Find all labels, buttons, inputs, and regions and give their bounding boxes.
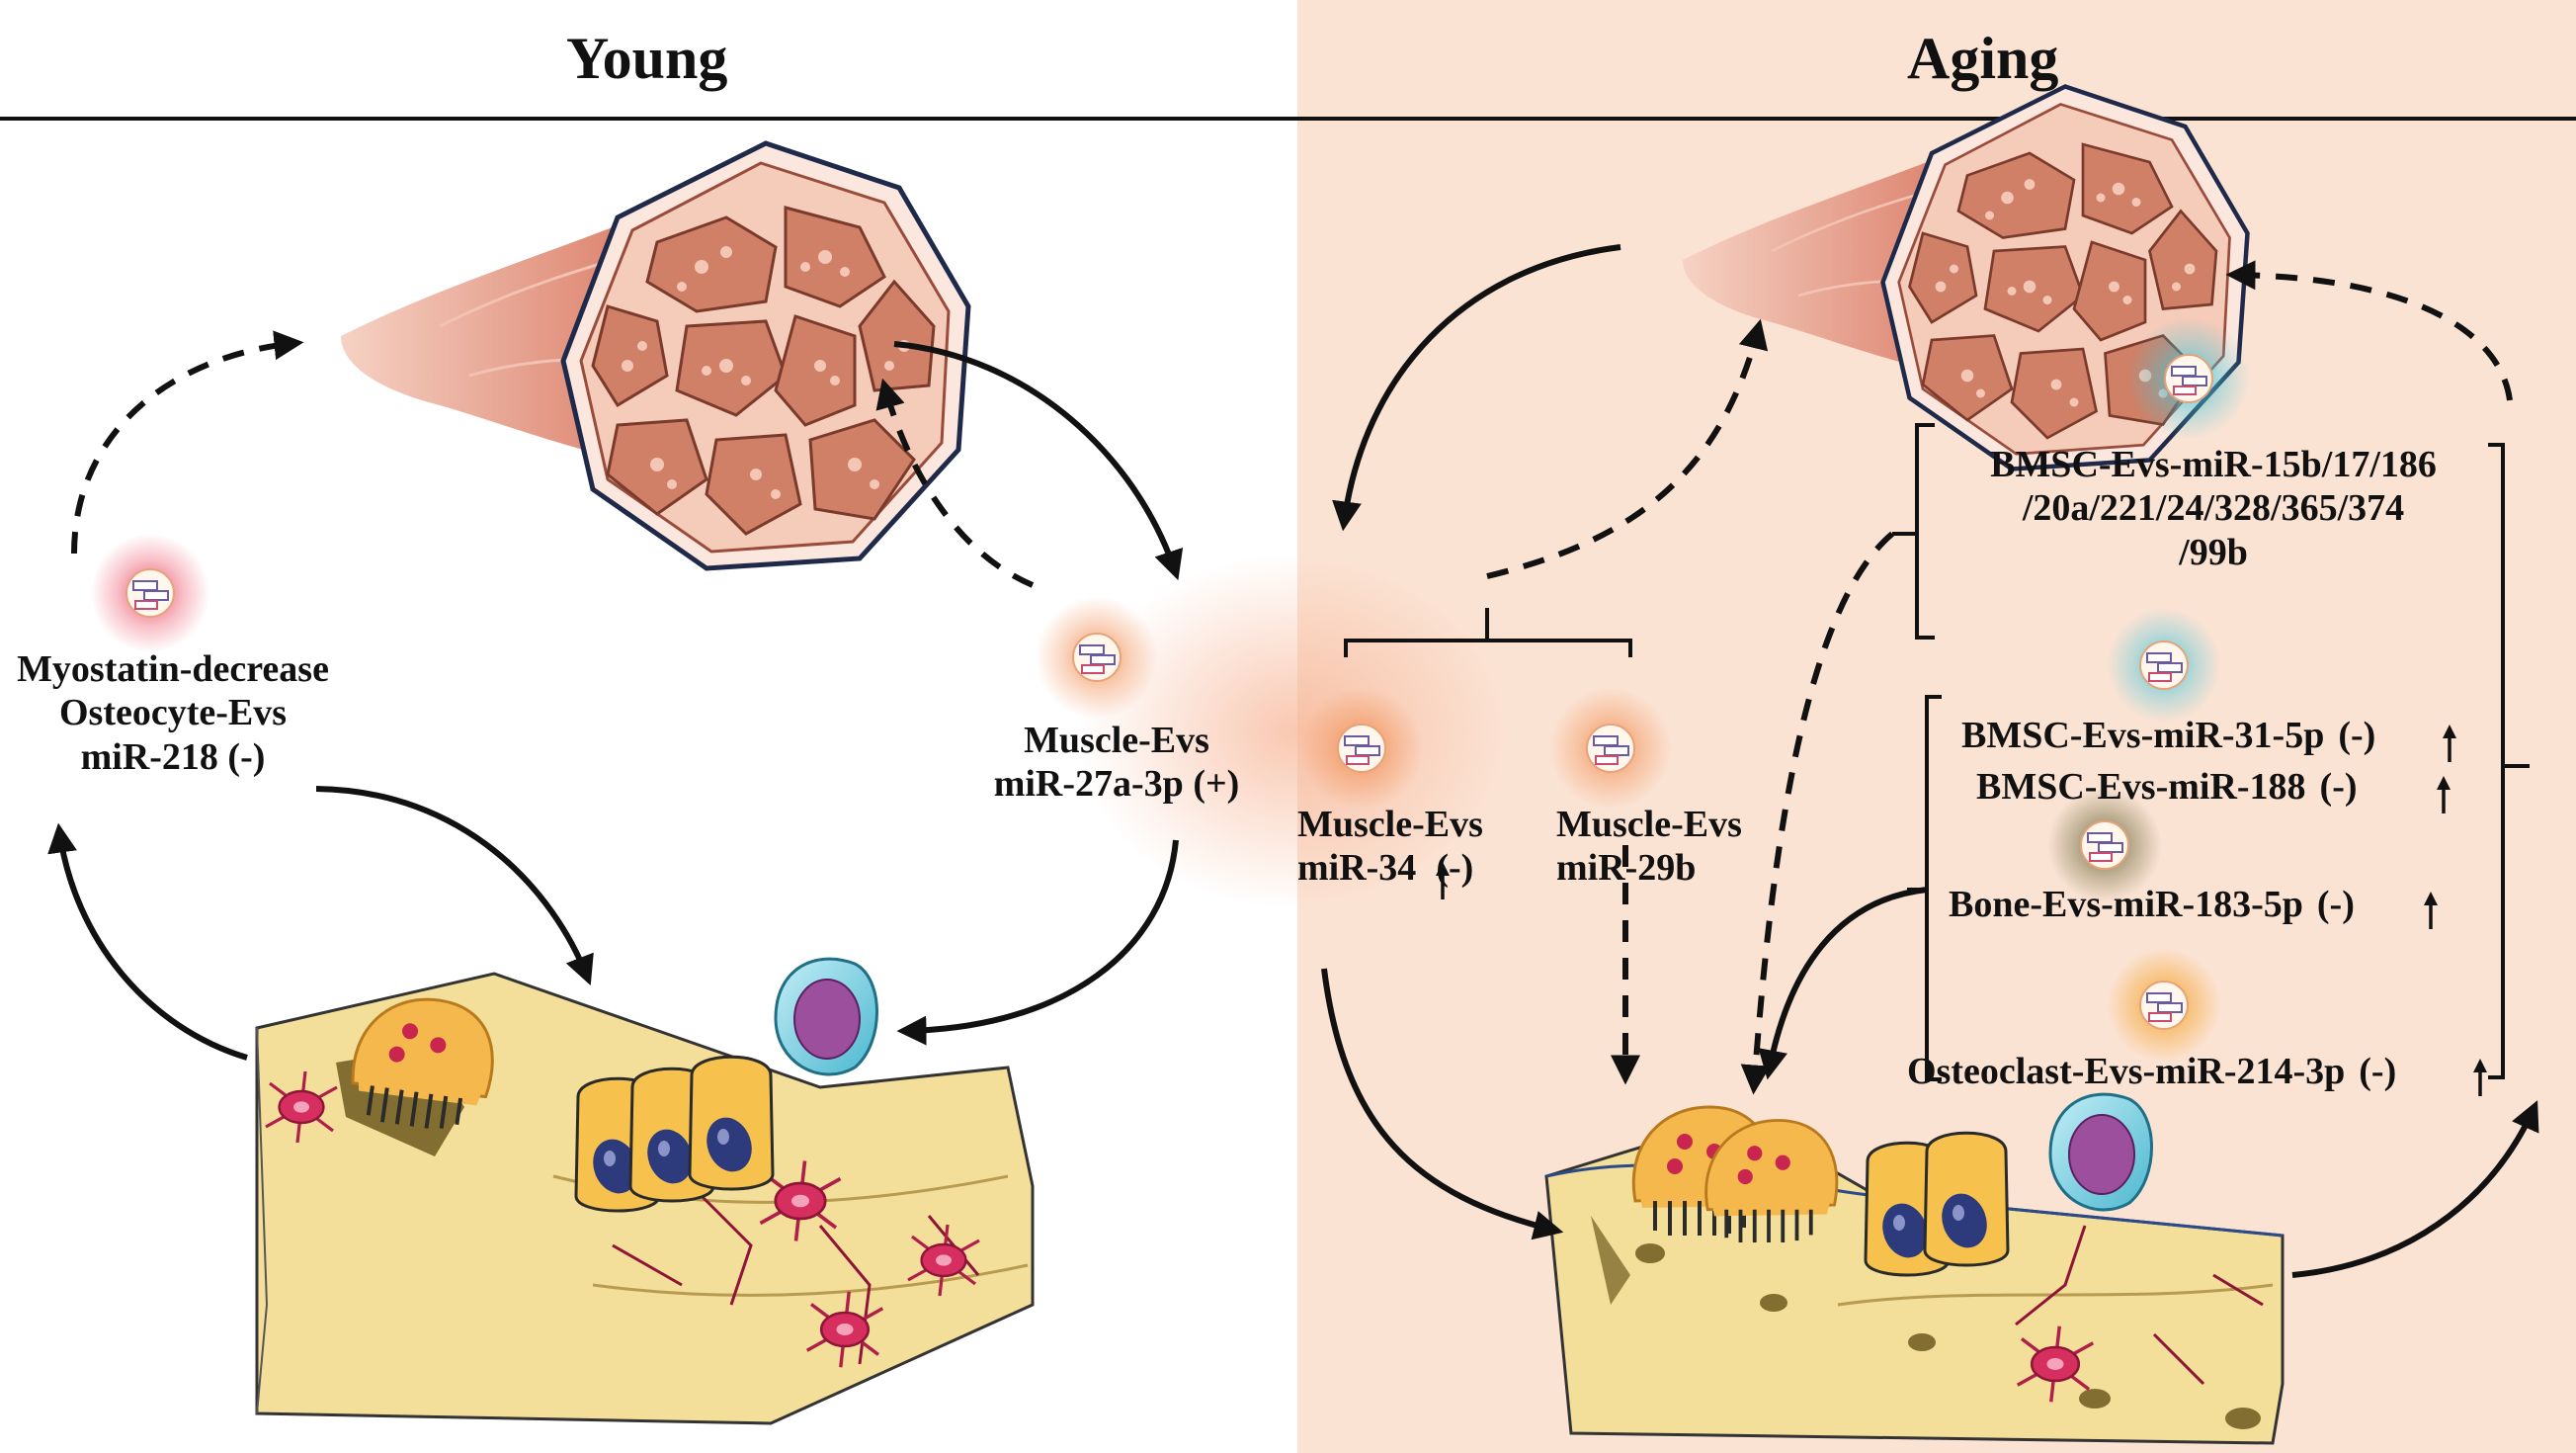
mirna-name: BMSC-Evs-miR-31-5p bbox=[1961, 715, 2325, 756]
young-muscle-evs-vesicle-icon bbox=[1036, 596, 1158, 719]
bmsc-group-vesicle-icon bbox=[2127, 317, 2250, 440]
bmsc-group-label: BMSC-Evs-miR-15b/17/186 /20a/221/24/328/… bbox=[1932, 443, 2495, 574]
mirna-name: BMSC-Evs-miR-188 bbox=[1976, 766, 2306, 808]
label-line: miR-34 (-) bbox=[1297, 846, 1483, 890]
label-line: Muscle-Evs bbox=[1024, 720, 1209, 761]
young-arrows bbox=[47, 330, 1184, 1061]
aging-osteoblast-icon bbox=[1864, 1131, 2010, 1277]
aging-arrows bbox=[1321, 244, 2539, 1278]
bmsc-31-vesicle-icon bbox=[2107, 608, 2221, 723]
label-line: Myostatin-decrease bbox=[17, 648, 329, 690]
mir-34: miR-34 bbox=[1297, 847, 1417, 890]
osteoclast-214-vesicle-icon bbox=[2107, 948, 2221, 1063]
young-header: Young bbox=[566, 26, 728, 91]
label-line: Osteocyte-Evs bbox=[58, 692, 288, 734]
young-muscle-evs-label: Muscle-Evs miR-27a-3p (+) bbox=[963, 719, 1270, 807]
label-line: /99b bbox=[2179, 531, 2248, 573]
label-line: BMSC-Evs-miR-15b/17/186 bbox=[1990, 444, 2437, 485]
bmsc-31-label: BMSC-Evs-miR-31-5p (-) bbox=[1961, 714, 2375, 757]
effect: (-) bbox=[1436, 847, 1474, 890]
osteoclast-214-label: Osteoclast-Evs-miR-214-3p (-) bbox=[1907, 1050, 2396, 1093]
young-osteocyte-evs-vesicle-icon bbox=[91, 534, 209, 652]
aging-muscle-evs-29b-label: Muscle-Evs miR-29b bbox=[1556, 803, 1742, 891]
label-line: /20a/221/24/328/365/374 bbox=[2022, 487, 2405, 530]
label-line: miR-29b bbox=[1556, 847, 1697, 890]
effect: (-) bbox=[2319, 766, 2358, 808]
bone-183-label: Bone-Evs-miR-183-5p (-) bbox=[1949, 883, 2355, 926]
aging-muscle-evs-34-vesicle-icon bbox=[1300, 687, 1423, 810]
aging-header: Aging bbox=[1907, 26, 2059, 91]
young-osteoblast-icon bbox=[574, 1055, 775, 1213]
young-monocyte-icon bbox=[774, 957, 878, 1076]
aging-muscle-evs-34-label: Muscle-Evs miR-34 (-) bbox=[1297, 803, 1483, 891]
bracket-lines bbox=[1344, 423, 2530, 1081]
aging-monocyte-icon bbox=[2048, 1092, 2153, 1212]
mirna-name: Bone-Evs-miR-183-5p bbox=[1949, 884, 2303, 925]
young-osteocyte-evs-label: Myostatin-decrease Osteocyte-Evs miR-218… bbox=[10, 647, 336, 779]
effect: (-) bbox=[2359, 1051, 2397, 1092]
young-muscle-bundle bbox=[341, 143, 968, 568]
mirna-name: Osteoclast-Evs-miR-214-3p bbox=[1907, 1051, 2346, 1092]
label-line: miR-218 (-) bbox=[80, 735, 266, 778]
aging-muscle-evs-29b-vesicle-icon bbox=[1549, 687, 1672, 810]
effect: (-) bbox=[2316, 884, 2355, 925]
effect: (-) bbox=[2338, 715, 2376, 756]
bmsc-188-label: BMSC-Evs-miR-188 (-) bbox=[1976, 765, 2358, 809]
label-line: Muscle-Evs bbox=[1556, 804, 1742, 845]
label-line: Muscle-Evs bbox=[1297, 804, 1483, 845]
label-line: miR-27a-3p (+) bbox=[993, 763, 1240, 806]
bone-183-vesicle-icon bbox=[2047, 788, 2162, 902]
